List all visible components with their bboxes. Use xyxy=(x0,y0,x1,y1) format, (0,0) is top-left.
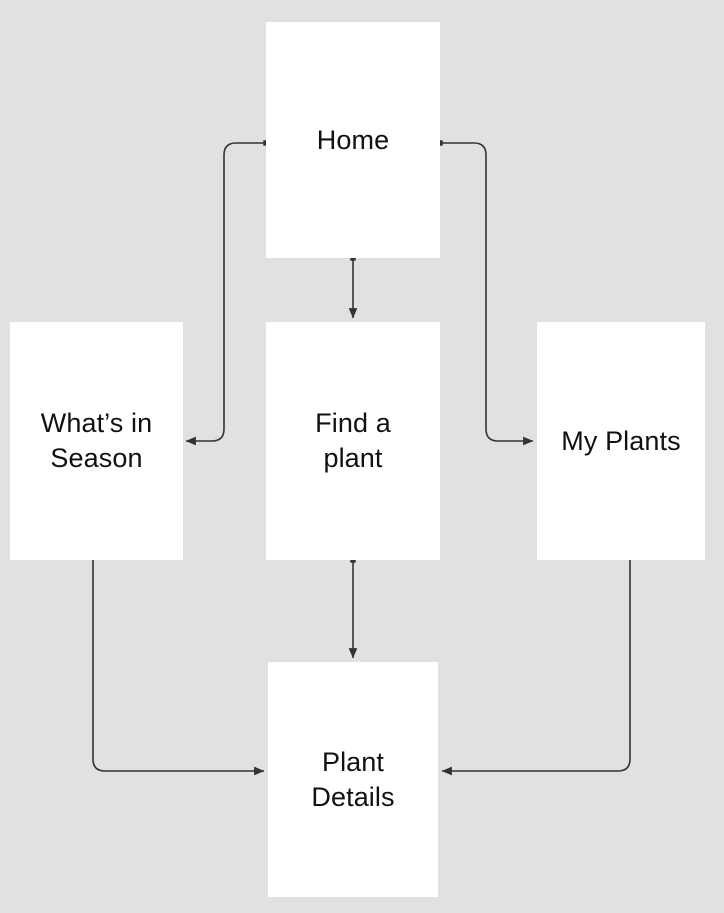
flow-node-plant-details[interactable]: Plant Details xyxy=(268,662,438,897)
edge-home-to-myplants xyxy=(437,140,534,446)
edge-myplants-to-details xyxy=(441,560,631,776)
flow-node-my-plants[interactable]: My Plants xyxy=(537,322,705,560)
flow-node-find-a-plant-label: Find a plant xyxy=(315,408,391,473)
flow-node-my-plants-label: My Plants xyxy=(561,425,681,456)
flow-node-home[interactable]: Home xyxy=(266,22,440,258)
flow-node-whats-in-season[interactable]: What’s in Season xyxy=(10,322,183,560)
edge-season-to-details xyxy=(92,560,265,776)
flow-node-home-label: Home xyxy=(316,124,390,155)
flow-node-plant-details-label: Plant Details xyxy=(311,746,395,812)
edge-home-to-season xyxy=(185,140,269,446)
flow-node-whats-in-season-label: What’s in Season xyxy=(40,408,153,473)
flow-node-find-a-plant[interactable]: Find a plant xyxy=(266,322,440,560)
